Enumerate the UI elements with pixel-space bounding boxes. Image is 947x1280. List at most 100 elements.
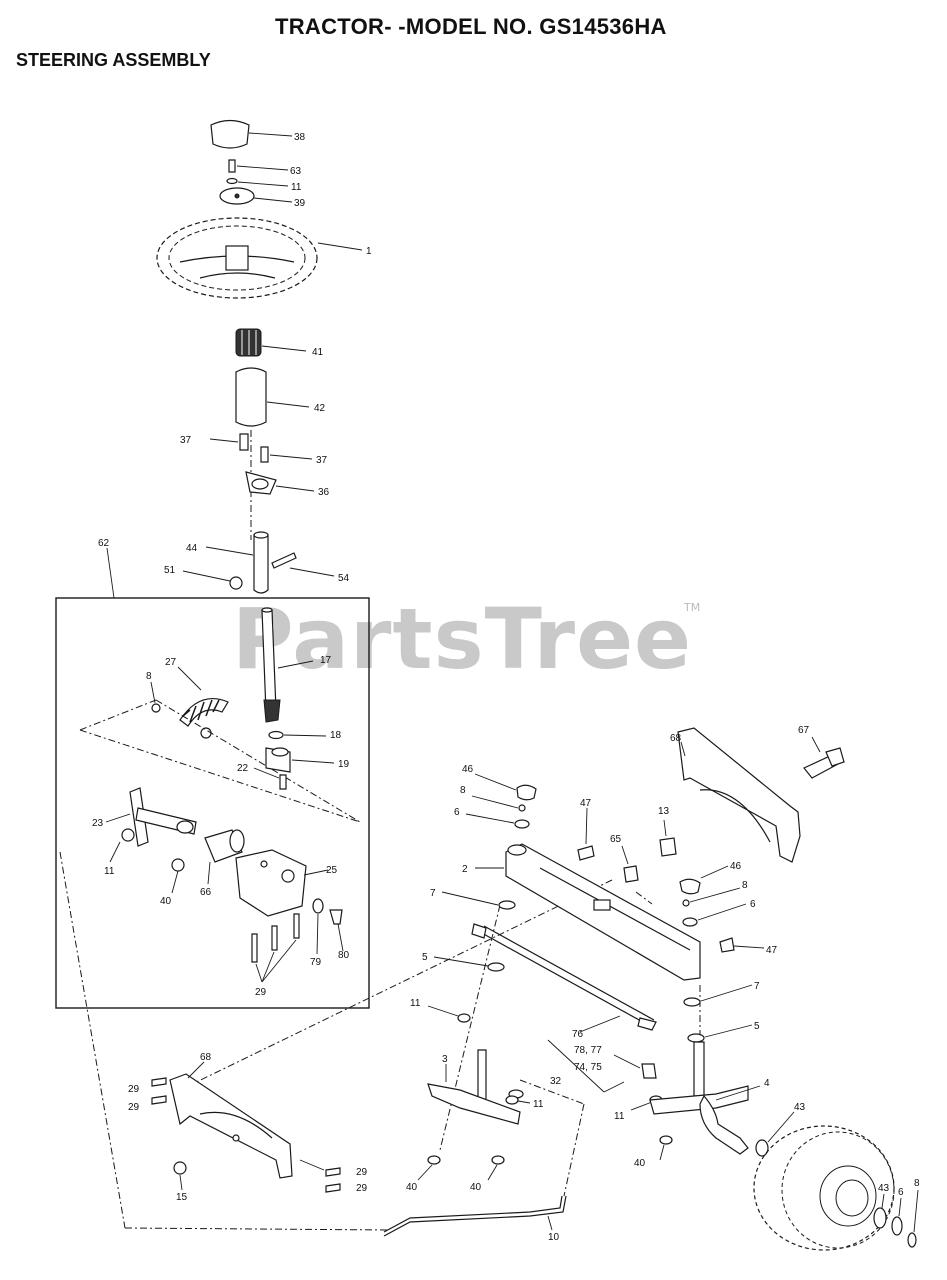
mount-bracket-part-25 (235, 849, 329, 917)
callout-40-lower-right: 40 (470, 1182, 482, 1193)
bolts-part-29-right (299, 1159, 341, 1193)
bolt-part-54 (271, 552, 335, 577)
callout-29-right-lower: 29 (356, 1183, 368, 1194)
callout-1: 1 (366, 246, 372, 257)
callout-43-outer: 43 (878, 1183, 890, 1194)
callout-40-right: 40 (634, 1158, 646, 1169)
nut-part-11-spindle (505, 1095, 531, 1105)
trademark-mark: TM (684, 601, 701, 614)
callout-11-spindle: 11 (533, 1099, 544, 1110)
assembly-line (439, 904, 501, 1151)
frame-bracket-part-68-right (677, 727, 801, 863)
washer-part-7-right (683, 984, 753, 1007)
callout-8-left: 8 (460, 785, 466, 796)
steering-shaft-part-44 (205, 531, 269, 594)
washer-part-40-right (659, 1135, 673, 1161)
assembly-line (563, 1103, 585, 1197)
callout-37-right: 37 (316, 455, 328, 466)
callout-8-wheel: 8 (914, 1178, 920, 1189)
bracket-line-32 (547, 1039, 605, 1093)
callout-4: 4 (764, 1078, 770, 1089)
column-sleeve-part-42 (235, 367, 310, 427)
callout-62: 62 (98, 538, 110, 549)
steering-arm-part-23 (105, 787, 197, 847)
callout-68-right: 68 (670, 733, 682, 744)
screw-part-63 (228, 159, 289, 173)
frame-bracket-part-68-left (169, 1061, 293, 1179)
callout-29-box: 29 (255, 987, 267, 998)
callout-19: 19 (338, 759, 350, 770)
bolts-part-29-box (251, 913, 300, 983)
callout-41: 41 (312, 347, 324, 358)
sector-gear-part-27 (177, 666, 229, 727)
assembly-line (79, 699, 157, 731)
callout-76: 76 (572, 1029, 584, 1040)
callout-54: 54 (338, 573, 350, 584)
callout-40-box: 40 (160, 896, 172, 907)
washer-part-5-right (687, 1024, 753, 1043)
callout-78-77: 78, 77 (574, 1045, 602, 1056)
bushing-part-66 (204, 829, 245, 885)
watermark-text: PartsTree (232, 590, 693, 688)
steering-cap-part (210, 119, 293, 149)
hub-washer-part-39 (219, 187, 293, 205)
callout-42: 42 (314, 403, 326, 414)
washer-part-43-inner (755, 1111, 795, 1157)
callout-10: 10 (548, 1232, 560, 1243)
drag-link-part-76 (471, 923, 657, 1033)
washer-part-40-box (171, 858, 185, 894)
cap-part-46-left (474, 773, 537, 801)
hub-detail (200, 727, 212, 739)
bushing-part-65 (621, 845, 639, 883)
callout-32: 32 (550, 1076, 562, 1087)
callout-22: 22 (237, 763, 249, 774)
callout-6-wheel: 6 (898, 1187, 904, 1198)
assembly-line (59, 851, 126, 1229)
callout-47-right: 47 (766, 945, 778, 956)
callout-18: 18 (330, 730, 342, 741)
callout-7-left: 7 (430, 888, 436, 899)
washer-part-6-left (465, 813, 530, 829)
assembly-line (519, 1079, 585, 1105)
washer-part-11-top (226, 177, 289, 187)
washer-part-40-lower-right (487, 1155, 505, 1181)
callout-44: 44 (186, 543, 198, 554)
bracket-line-32 (603, 1081, 625, 1093)
callout-15: 15 (176, 1192, 188, 1203)
tie-rod-part-10 (383, 1195, 567, 1237)
callout-8-right: 8 (742, 880, 748, 891)
front-axle-part-2 (475, 843, 701, 981)
callout-5-left: 5 (422, 952, 428, 963)
callout-38: 38 (294, 132, 306, 143)
nut-part-11-middle (427, 1005, 471, 1023)
bolts-part-29-left (151, 1077, 167, 1105)
callout-47-left: 47 (580, 798, 592, 809)
callout-51: 51 (164, 565, 176, 576)
washer-part-79 (312, 898, 324, 955)
callout-46-left: 46 (462, 764, 474, 775)
grease-fitting-part-47-left (577, 807, 595, 861)
callout-5-right: 5 (754, 1021, 760, 1032)
gear-adapter-part-41 (235, 328, 307, 357)
callout-11-box: 11 (104, 866, 115, 877)
bolt-part-37-left (209, 433, 249, 451)
callout-29-left-lower: 29 (128, 1102, 140, 1113)
callout-27: 27 (165, 657, 177, 668)
callout-23: 23 (92, 818, 104, 829)
assembly-line (124, 1227, 391, 1231)
spindle-part-4 (649, 1041, 761, 1155)
callout-67: 67 (798, 725, 810, 736)
assembly-line (179, 879, 613, 1091)
pin-part-8-wheel (907, 1189, 919, 1248)
bearing-block-part-19 (265, 747, 335, 773)
column-bracket-part-36 (245, 471, 315, 495)
washer-part-18 (268, 730, 327, 740)
callout-11: 11 (291, 182, 302, 193)
callout-74-75: 74, 75 (574, 1062, 602, 1073)
callout-63: 63 (290, 166, 302, 177)
bolt-part-37-right (260, 446, 313, 463)
nut-part-15 (173, 1161, 187, 1191)
callout-13: 13 (658, 806, 670, 817)
assembly-line (635, 891, 653, 905)
nut-part-51 (182, 570, 243, 590)
